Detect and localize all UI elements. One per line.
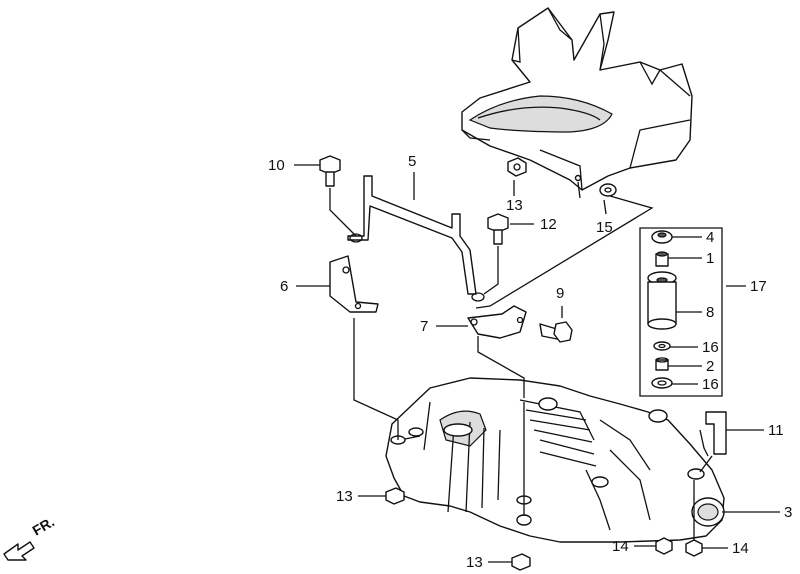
filter-assembly-inset (639, 227, 723, 397)
callout-13-top: 13 (506, 197, 523, 214)
callout-4: 4 (706, 229, 714, 246)
callout-7: 7 (420, 318, 428, 335)
callout-12: 12 (540, 216, 557, 233)
hex-nut-14-left (655, 537, 673, 555)
callout-2: 2 (706, 358, 714, 375)
fitting-1 (655, 251, 669, 267)
callout-labels: 10 5 13 12 15 6 9 7 4 1 17 8 16 2 16 11 … (268, 153, 792, 571)
callout-11: 11 (768, 422, 784, 439)
bracket-7 (467, 305, 527, 339)
callout-13-left: 13 (336, 488, 353, 505)
callout-8: 8 (706, 304, 714, 321)
front-direction-label: FR. (30, 513, 58, 538)
leader-lines (294, 164, 780, 563)
filter-8 (647, 271, 677, 330)
callout-16-lower: 16 (702, 376, 719, 393)
callout-1: 1 (706, 250, 714, 267)
transaxle-housing-3 (385, 377, 725, 543)
fender-seat-pan (461, 7, 693, 191)
callout-6: 6 (280, 278, 288, 295)
bolt-12 (487, 213, 509, 245)
hex-nut-13-left (385, 487, 405, 505)
hex-nut-13-top (507, 157, 527, 177)
callout-17: 17 (750, 278, 767, 295)
bracket-6 (329, 255, 379, 313)
rod-5 (347, 175, 485, 302)
washer-15 (599, 183, 617, 197)
callout-15: 15 (596, 219, 613, 236)
ring-16-upper (653, 341, 671, 351)
cap-4 (651, 230, 673, 244)
bolt-10 (319, 155, 341, 187)
callout-14-right: 14 (732, 540, 749, 557)
callout-9: 9 (556, 285, 564, 302)
u-bolt-11 (699, 411, 727, 457)
callout-16-upper: 16 (702, 339, 719, 356)
callout-10: 10 (268, 157, 285, 174)
callout-13-bottom: 13 (466, 554, 483, 571)
hex-nut-14-right (685, 539, 703, 557)
ring-16-lower (651, 377, 673, 389)
fitting-2 (655, 357, 669, 371)
front-direction-arrow: FR. (3, 513, 58, 561)
bolt-9 (539, 321, 573, 343)
hex-nut-13-bottom (511, 553, 531, 571)
callout-3: 3 (784, 504, 792, 521)
callout-5: 5 (408, 153, 416, 170)
callout-14-left: 14 (612, 538, 629, 555)
